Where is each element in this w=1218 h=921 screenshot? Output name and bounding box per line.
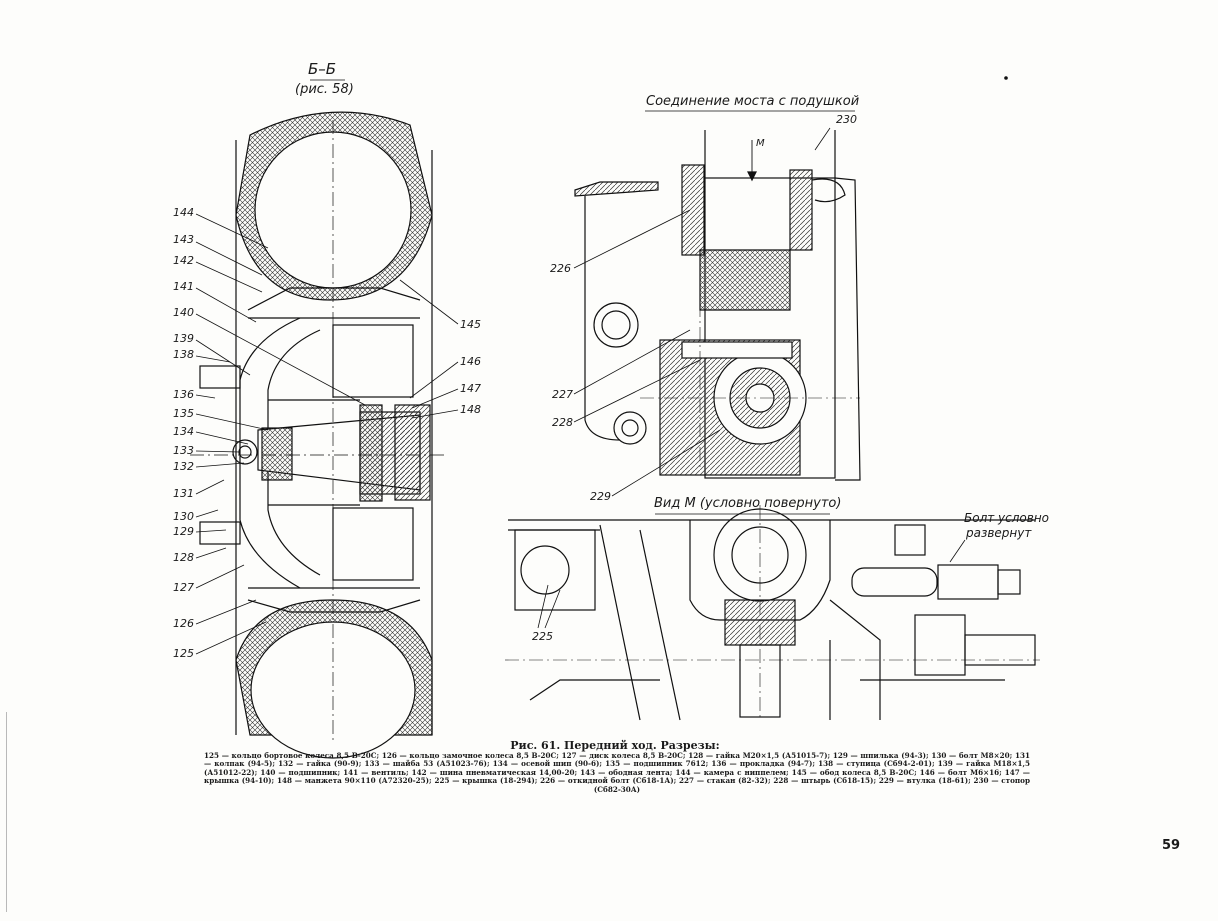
section-bb-ref: (рис. 58): [295, 82, 354, 97]
view-m-title: Вид М (условно повернуто): [654, 496, 842, 511]
callout-131: 131: [173, 487, 194, 500]
callout-148: 148: [460, 403, 481, 416]
callout-125: 125: [173, 647, 194, 660]
callout-138: 138: [173, 348, 194, 361]
figure-caption-legend: 125 — кольцо бортовое колеса 8,5 В-20С; …: [204, 751, 1030, 794]
left-leader-lines: [195, 213, 366, 655]
callout-230: 230: [836, 113, 857, 126]
lower-leader-lines: [537, 539, 966, 629]
callout-143: 143: [173, 233, 194, 246]
bolt-note-line1: Болт условно: [964, 511, 1050, 525]
callout-129: 129: [173, 525, 194, 538]
callout-226: 226: [550, 262, 571, 275]
callout-132: 132: [173, 460, 194, 473]
callout-146: 146: [460, 355, 481, 368]
arrow-m-label: М: [756, 138, 765, 149]
callout-227: 227: [552, 388, 573, 401]
callout-225: 225: [532, 630, 553, 643]
connection-title: Соединение моста с подушкой: [646, 94, 860, 109]
callout-145: 145: [460, 318, 481, 331]
callout-133: 133: [173, 444, 194, 457]
figure-caption-title: Рис. 61. Передний ход. Разрезы:: [510, 739, 720, 752]
callout-140: 140: [173, 306, 194, 319]
callout-142: 142: [173, 254, 194, 267]
page-number: 59: [1162, 838, 1181, 853]
callout-127: 127: [173, 581, 194, 594]
view-m-drawing: [505, 505, 1040, 721]
callout-134: 134: [173, 425, 194, 438]
callout-126: 126: [173, 617, 194, 630]
callout-147: 147: [460, 382, 481, 395]
callout-128: 128: [173, 551, 194, 564]
callout-141: 141: [173, 280, 194, 293]
right-leader-lines: [399, 279, 459, 419]
upper-leader-lines: [573, 127, 831, 497]
callout-139: 139: [173, 332, 194, 345]
callout-144: 144: [173, 206, 194, 219]
bolt-note-line2: развернут: [966, 526, 1032, 540]
connection-drawing: [574, 130, 861, 481]
callout-229: 229: [590, 490, 611, 503]
callout-228: 228: [552, 416, 573, 429]
margin-line: [6, 712, 7, 912]
callout-135: 135: [173, 407, 194, 420]
callout-130: 130: [173, 510, 194, 523]
wheel-section-drawing: [190, 111, 445, 759]
section-bb-title: Б–Б: [308, 60, 337, 78]
callout-136: 136: [173, 388, 194, 401]
